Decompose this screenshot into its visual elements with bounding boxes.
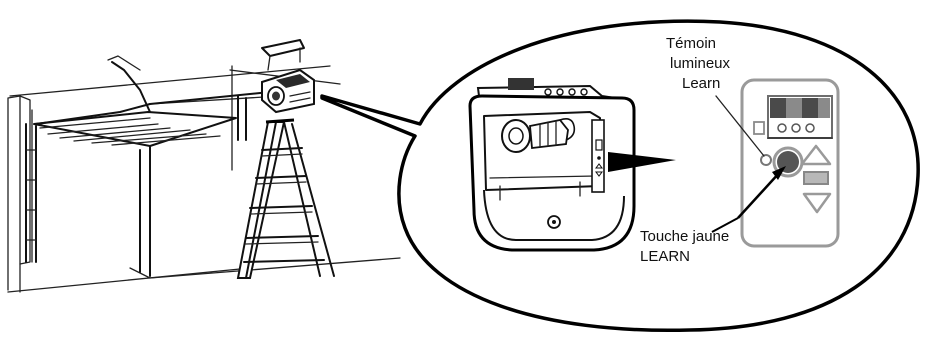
learn-indicator-led-icon xyxy=(760,154,772,166)
down-arrow-button-icon[interactable] xyxy=(802,192,832,214)
indicator-label-line-1: Témoin xyxy=(666,35,716,52)
indicator-label: Témoin lumineux Learn xyxy=(666,35,731,92)
garage-door-opener-icon xyxy=(261,39,315,114)
button-label-line-1: Touche jaune xyxy=(640,228,729,245)
ladder-icon xyxy=(236,118,335,279)
pointer-arrow-icon xyxy=(608,152,676,172)
stop-button-icon[interactable] xyxy=(803,171,829,185)
button-label: Touche jaune LEARN xyxy=(640,228,729,265)
indicator-label-line-3: Learn xyxy=(682,75,720,92)
button-label-line-2: LEARN xyxy=(640,248,690,265)
garage-scene xyxy=(7,39,401,293)
opener-closeup xyxy=(468,78,676,252)
garage-door-icon xyxy=(25,55,281,277)
up-arrow-button-icon[interactable] xyxy=(800,144,832,166)
indicator-leader-line xyxy=(715,95,765,157)
control-panel-icon xyxy=(740,78,840,248)
indicator-label-line-2: lumineux xyxy=(670,55,731,72)
button-leader-arrow xyxy=(711,166,786,233)
